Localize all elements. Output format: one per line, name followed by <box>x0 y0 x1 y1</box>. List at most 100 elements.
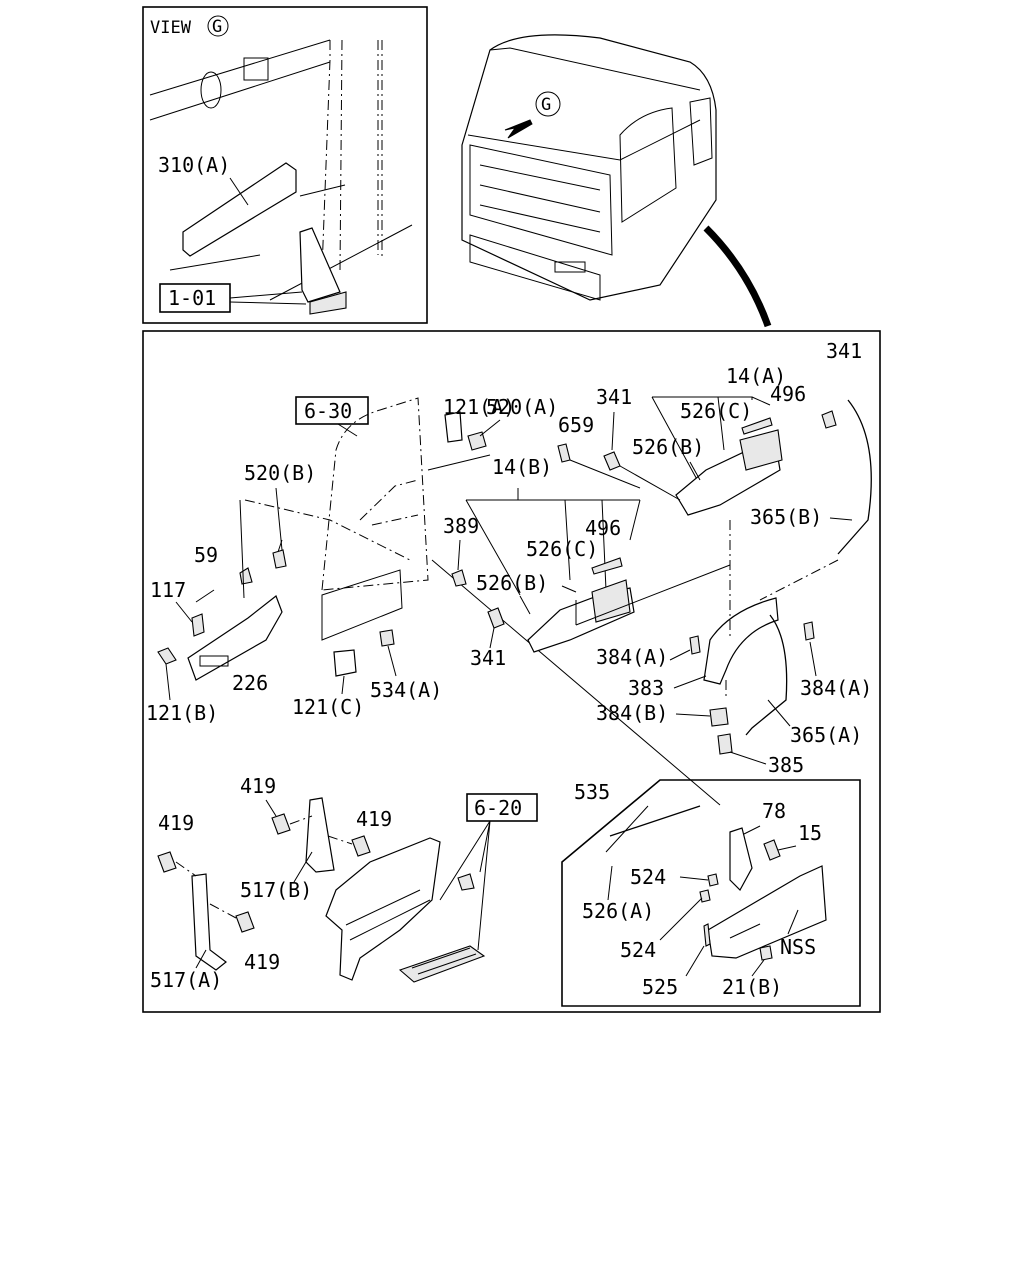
assembly-14a: 14(A) 496 526(C) 526(B) 341 365(B) 341 6… <box>557 339 872 555</box>
lower-brackets: 419 419 419 419 517(B) 517(A) <box>150 774 392 992</box>
part-419-bolt-b <box>351 835 371 857</box>
leader-384a-right <box>809 641 817 677</box>
door-lower-panel <box>321 569 403 641</box>
pedal-shape <box>299 227 341 303</box>
door-assembly: 6-30 <box>244 396 429 641</box>
part-341-bolt-low <box>487 607 505 629</box>
view-direction-arrow <box>504 119 533 139</box>
hinge-group: 520(B) 59 117 226 121(B) 121(C) 534(A) <box>146 461 442 725</box>
part-496-top <box>739 429 783 471</box>
assembly-383: 384(A) 384(A) 383 384(B) 365(A) 385 <box>596 520 872 777</box>
step-assembly: 6-20 <box>325 793 538 983</box>
label-21b: 21(B) <box>722 975 782 999</box>
leader-384a-left <box>669 649 691 661</box>
part-389-bolt <box>451 569 467 587</box>
leader-310a <box>229 177 249 206</box>
part-419-bolt-c <box>157 851 177 873</box>
door-outline <box>321 397 429 591</box>
label-419-a: 419 <box>240 774 276 798</box>
grille-slats <box>479 164 601 233</box>
ref-box-6-20[interactable] <box>466 793 538 822</box>
ref-box-1-01[interactable] <box>159 283 231 313</box>
label-365b: 365(B) <box>750 505 822 529</box>
part-341-bolt-mid <box>603 451 621 471</box>
leader-520b <box>275 487 283 551</box>
leaders-6-20 <box>439 820 491 951</box>
leader-341-low <box>489 627 495 649</box>
leader-524-a <box>679 876 709 881</box>
label-419-d: 419 <box>244 950 280 974</box>
view-label: VIEW <box>150 18 192 38</box>
leader-526b-mid <box>519 595 531 615</box>
label-121c: 121(C) <box>292 695 364 719</box>
part-59-clip <box>239 567 253 585</box>
label-526b-top: 526(B) <box>632 435 704 459</box>
part-517a-bracket <box>191 873 227 971</box>
main-frame <box>142 330 881 1013</box>
leader-384b <box>675 713 711 717</box>
assembly-14b: 14(B) 496 526(C) 526(B) 389 341 <box>443 455 731 670</box>
leader-365a <box>767 699 791 727</box>
part-524-clip-a <box>707 873 719 887</box>
nss-panel-slot <box>729 923 761 939</box>
leader-385 <box>729 751 767 765</box>
part-226-bracket <box>187 595 283 681</box>
ref-box-6-30[interactable] <box>295 396 369 425</box>
label-659: 659 <box>558 413 594 437</box>
step-tread-lines <box>411 947 477 975</box>
label-524-b: 524 <box>620 938 656 962</box>
label-384a-right: 384(A) <box>800 676 872 700</box>
label-78: 78 <box>762 799 786 823</box>
part-121a-clip <box>444 411 463 443</box>
step-panel <box>325 837 441 981</box>
label-526b-mid: 526(B) <box>476 571 548 595</box>
guides-383 <box>725 520 839 700</box>
label-14b: 14(B) <box>492 455 552 479</box>
label-121b: 121(B) <box>146 701 218 725</box>
callout-curve <box>703 225 772 328</box>
panel-hole <box>200 71 222 109</box>
part-21b-clip <box>759 945 773 961</box>
leader-520a <box>479 419 501 437</box>
guide-14b <box>575 564 731 626</box>
label-365a: 365(A) <box>790 723 862 747</box>
leaders-14a-bolts <box>569 459 681 501</box>
label-419-b: 419 <box>356 807 392 831</box>
part-525-pin <box>703 923 711 947</box>
label-535: 535 <box>574 780 610 804</box>
part-496-mid-strip <box>591 557 623 575</box>
label-384a-left: 384(A) <box>596 645 668 669</box>
leader-21b <box>751 959 765 977</box>
step-tread <box>398 945 486 983</box>
label-341-top: 341 <box>826 339 862 363</box>
detail-box-nss: 535 526(A) 78 15 524 524 525 21(B) NSS <box>561 779 861 1007</box>
part-496-strip <box>741 417 773 435</box>
bracket-14a <box>651 396 771 486</box>
leader-526b-top <box>689 461 701 481</box>
part-534a-clip <box>379 629 395 647</box>
guide-lines <box>427 454 721 806</box>
part-310a-shape <box>182 162 297 257</box>
part-419-bolt-a <box>271 813 291 835</box>
label-15: 15 <box>798 821 822 845</box>
part-78-bracket <box>729 827 753 891</box>
label-524-a: 524 <box>630 865 666 889</box>
label-419-c: 419 <box>158 811 194 835</box>
ref-1-01[interactable]: 1-01 <box>168 286 216 310</box>
label-526c-mid: 526(C) <box>526 537 598 561</box>
label-341-low: 341 <box>470 646 506 670</box>
ref-6-20[interactable]: 6-20 <box>474 796 522 820</box>
part-384a-right <box>803 621 815 641</box>
part-383-bracket <box>703 597 779 685</box>
leader-535 <box>605 805 649 853</box>
leader-341-mid <box>611 411 615 451</box>
leader-526c-mid <box>561 585 577 593</box>
part-365b-rod <box>837 399 872 555</box>
leader-526a <box>607 865 613 901</box>
label-14a: 14(A) <box>726 364 786 388</box>
ref-6-30[interactable]: 6-30 <box>304 399 352 423</box>
top-clips: 121(A) 520(A) <box>427 395 721 806</box>
leader-517a <box>195 949 207 969</box>
label-525: 525 <box>642 975 678 999</box>
leader-121c <box>341 675 345 695</box>
